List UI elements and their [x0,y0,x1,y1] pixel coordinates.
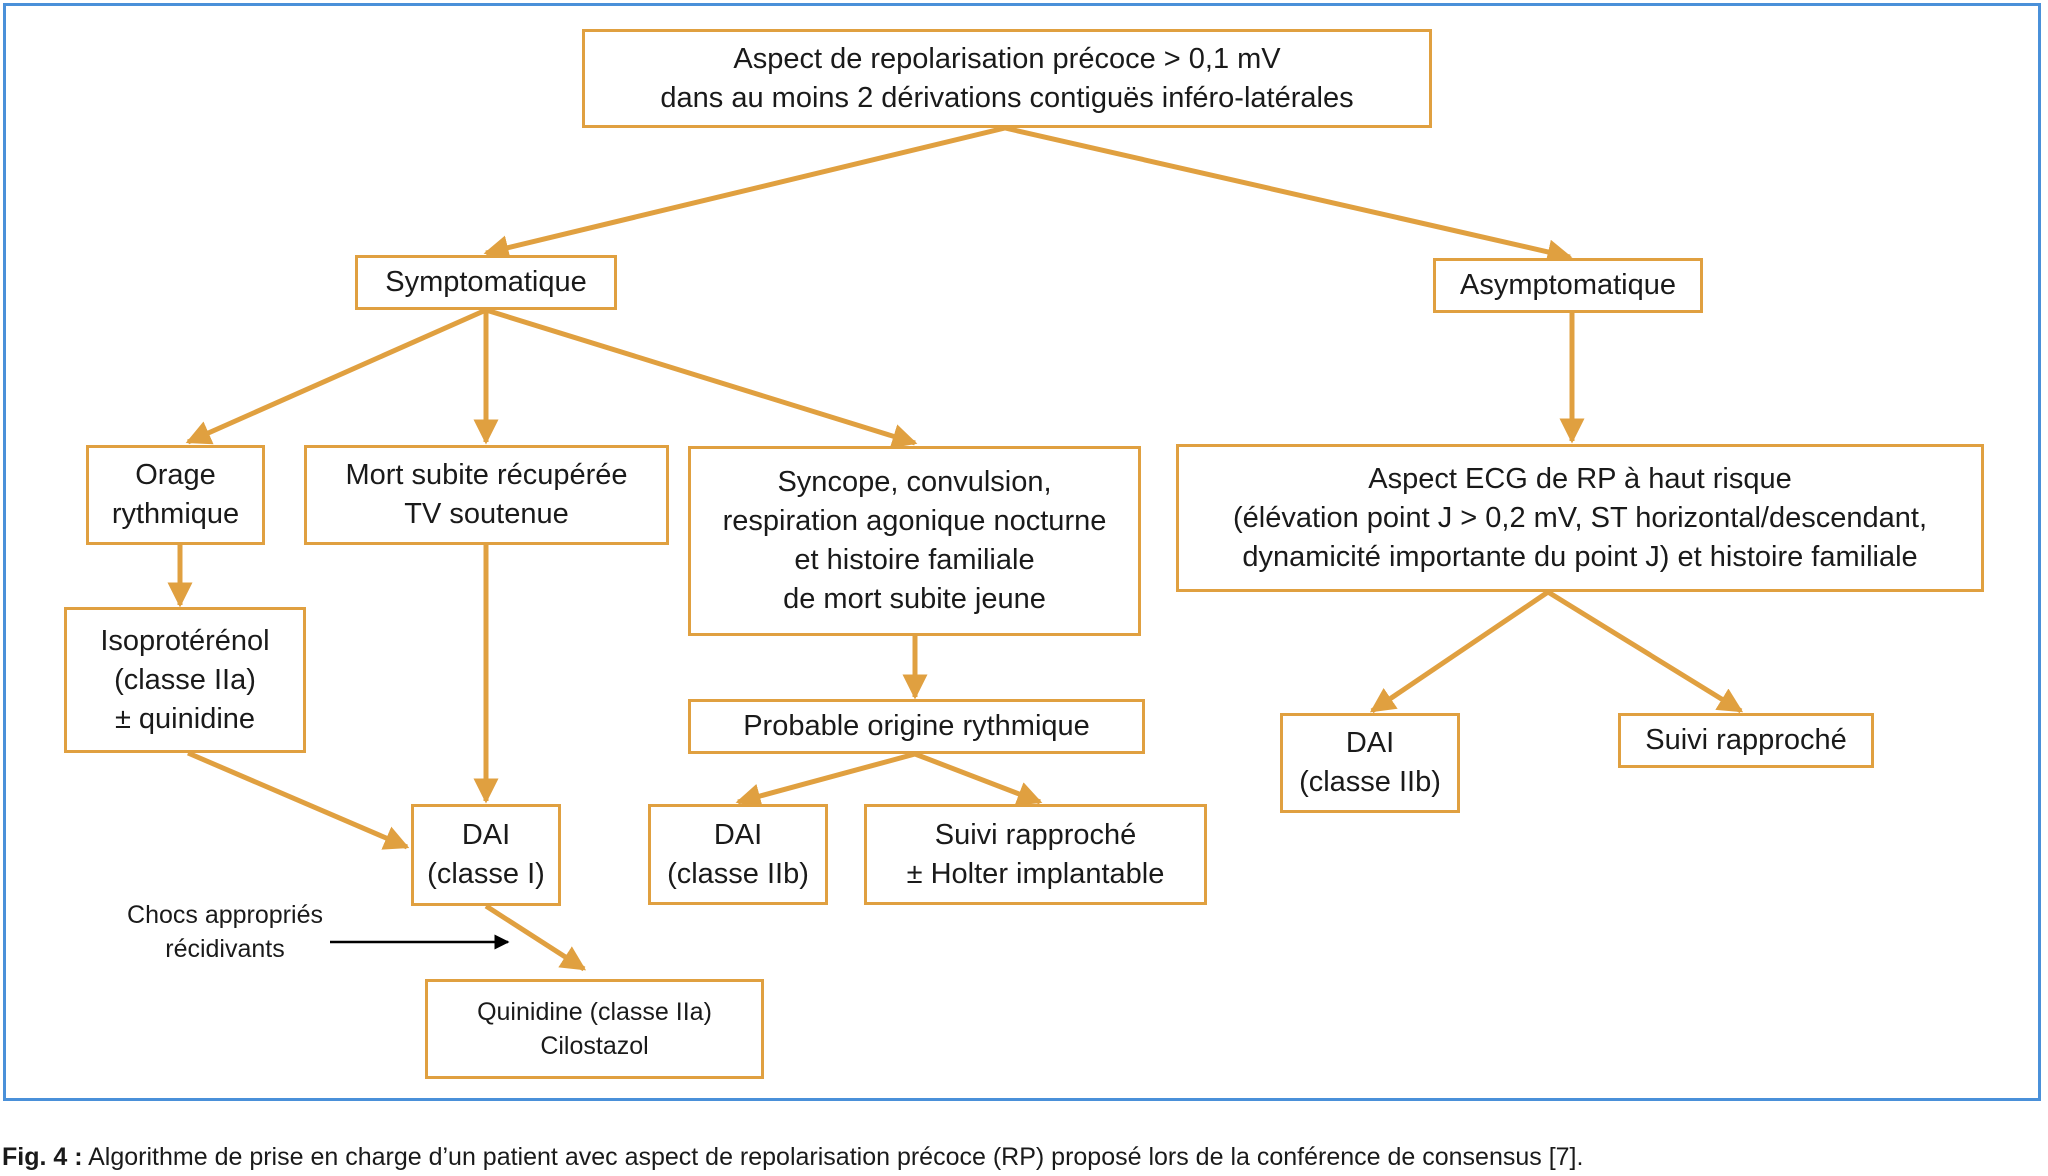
orage-rythmique-box: Orage rythmique [86,445,265,545]
dai-classe-iib-right-line-1: DAI [1345,727,1395,759]
suivi-holter-box: Suivi rapproché ± Holter implantable [864,804,1207,905]
asymptomatique-box: Asymptomatique [1433,258,1703,313]
chocs-note-line-2: récidivants [165,935,285,963]
chocs-note-line-1: Chocs appropriés [127,901,323,929]
root-condition-box: Aspect de repolarisation précoce > 0,1 m… [582,29,1432,128]
dai-classe-i-line-2: (classe I) [427,858,545,890]
aspect-ecg-box: Aspect ECG de RP à haut risque (élévatio… [1176,444,1984,592]
root-condition-line-2: dans au moins 2 dérivations contiguës in… [660,81,1354,114]
symptomatique-label: Symptomatique [385,266,587,298]
edge-probable-suivi-holter [914,751,1043,806]
edge-aspect-ecg-dai-iib-right [1369,589,1550,714]
aspect-ecg-line-1: Aspect ECG de RP à haut risque [1368,462,1792,495]
asymptomatique-label: Asymptomatique [1460,269,1676,301]
quinidine-line-1: Quinidine (classe IIa) [477,998,712,1026]
edge-aspect-ecg-suivi-right [1546,589,1744,714]
dai-classe-iib-right-line-2: (classe IIb) [1299,766,1441,798]
probable-origine-label: Probable origine rythmique [743,710,1090,742]
chocs-note: Chocs appropriés récidivants [100,898,350,966]
figure-caption: Fig. 4 : Algorithme de prise en charge d… [2,1141,1583,1173]
edge-isoproterenol-dai [187,750,410,850]
root-condition-line-1: Aspect de repolarisation précoce > 0,1 m… [733,42,1281,75]
orage-rythmique-line-1: Orage [135,459,216,491]
syncope-line-1: Syncope, convulsion, [777,466,1052,498]
edge-root-asymptomatique [1004,125,1573,265]
syncope-box: Syncope, convulsion, respiration agoniqu… [688,446,1141,636]
suivi-holter-line-2: ± Holter implantable [906,857,1165,890]
suivi-rapproche-right-label: Suivi rapproché [1645,724,1847,756]
isoproterenol-box: Isoprotérénol (classe IIa) ± quinidine [64,607,306,753]
dai-classe-i-box: DAI (classe I) [411,804,561,906]
mort-subite-box: Mort subite récupérée TV soutenue [304,445,669,545]
isoproterenol-line-1: Isoprotérénol [100,624,270,657]
quinidine-line-2: Cilostazol [540,1032,649,1060]
suivi-rapproche-right-box: Suivi rapproché [1618,713,1874,768]
orage-rythmique-line-2: rythmique [111,498,240,530]
quinidine-box: Quinidine (classe IIa) Cilostazol [425,979,764,1079]
edge-symptomatique-orage [185,307,488,445]
edge-root-symptomatique [483,125,1006,260]
figure-frame [3,3,2041,1101]
caption-label: Fig. 4 : [2,1143,83,1171]
aspect-ecg-line-2: (élévation point J > 0,2 mV, ST horizont… [1232,501,1928,534]
dai-classe-iib-left-line-2: (classe IIb) [667,857,809,890]
dai-classe-iib-right-box: DAI (classe IIb) [1280,713,1460,813]
isoproterenol-line-2: (classe IIa) [114,663,256,696]
isoproterenol-line-3: ± quinidine [114,702,256,735]
edge-dai-quinidine [484,903,587,972]
symptomatique-box: Symptomatique [355,255,617,310]
dai-classe-iib-left-line-1: DAI [713,818,763,851]
mort-subite-line-1: Mort subite récupérée [345,459,628,491]
suivi-holter-line-1: Suivi rapproché [934,818,1137,851]
dai-classe-i-line-1: DAI [461,819,511,851]
edge-probable-dai-iib-left [735,751,916,809]
probable-origine-box: Probable origine rythmique [688,699,1145,754]
aspect-ecg-line-3: dynamicité importante du point J) et his… [1242,540,1918,573]
caption-text: Algorithme de prise en charge d’un patie… [82,1143,1584,1171]
dai-classe-iib-left-box: DAI (classe IIb) [648,804,828,905]
mort-subite-line-2: TV soutenue [404,498,569,530]
syncope-line-2: respiration agonique nocturne [722,505,1107,537]
syncope-line-4: de mort subite jeune [783,583,1046,615]
syncope-line-3: et histoire familiale [794,544,1035,576]
edge-symptomatique-syncope [485,307,918,449]
